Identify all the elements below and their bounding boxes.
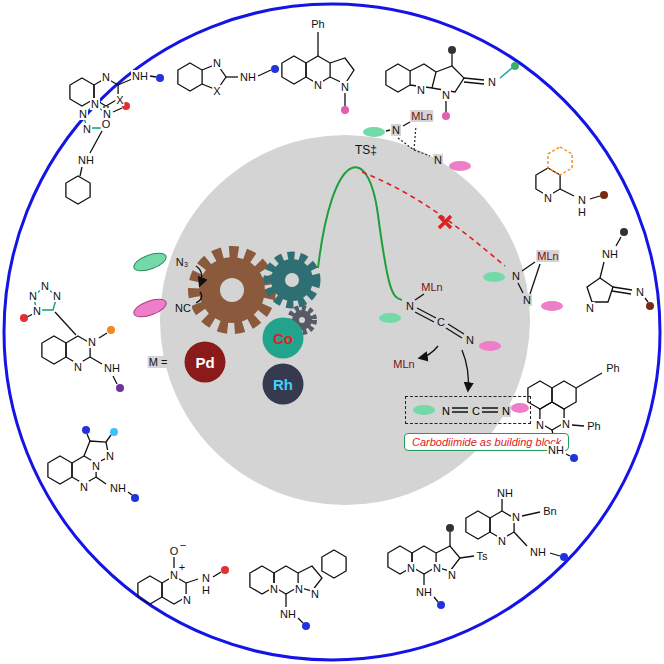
atom-label: N — [433, 154, 443, 166]
atom-label: N — [182, 594, 192, 606]
atom-label: N — [294, 583, 304, 595]
atom-label: C — [471, 405, 481, 417]
atom-label: TS‡ — [354, 144, 378, 156]
atom-label: N — [90, 98, 100, 110]
atom-label: N — [501, 405, 511, 417]
atom-label: N — [269, 583, 279, 595]
atom-label: N — [340, 81, 350, 93]
atom-label: N — [561, 418, 571, 430]
metal-symbol: Rh — [273, 376, 293, 393]
metal-symbol: Co — [273, 330, 293, 347]
atom-label: NH — [601, 248, 619, 260]
atom-label: NH — [547, 444, 565, 456]
atom-label: MLn — [536, 250, 559, 262]
atom-label: N — [391, 124, 401, 136]
atom-label: N — [40, 280, 50, 292]
atom-label: N — [87, 336, 97, 348]
atom-label: NH — [131, 70, 149, 82]
atom-label: MLn — [410, 110, 433, 122]
atom-label: N — [73, 361, 83, 373]
atom-label: N — [432, 562, 442, 574]
caption-tag: Carbodiimide as building block — [404, 433, 569, 451]
atom-label: NH — [279, 608, 297, 620]
atom-label: Ts — [476, 550, 489, 562]
atom-label: N — [201, 572, 211, 584]
atom-label: N — [78, 108, 88, 120]
atom-label: NH — [239, 71, 257, 83]
atom-label: N — [511, 270, 521, 282]
atom-label: NH — [529, 546, 547, 558]
atom-label: N — [416, 84, 426, 96]
metal-symbol: Pd — [195, 354, 214, 371]
atom-label: N — [405, 300, 415, 312]
atom-label: N — [91, 460, 101, 472]
atom-label: N — [101, 71, 111, 83]
atom-label: M = — [148, 356, 169, 368]
atom-label: + — [178, 561, 186, 573]
metal-circle: Co — [262, 317, 304, 359]
atom-label: N — [447, 569, 457, 581]
atom-label: MLn — [392, 358, 415, 370]
atom-label: N — [310, 588, 320, 600]
atom-label: Bn — [542, 505, 557, 517]
outer-ring — [4, 4, 660, 660]
atom-label: Ph — [310, 18, 325, 30]
atom-label: N — [79, 481, 89, 493]
atom-label: N — [497, 535, 507, 547]
atom-label: Ph — [605, 362, 620, 374]
atom-label: N — [441, 405, 451, 417]
atom-label: N — [406, 562, 416, 574]
atom-label: N — [487, 76, 497, 88]
atom-label: N — [212, 57, 222, 69]
atom-label: NH — [103, 362, 121, 374]
atom-label: N — [32, 305, 42, 317]
atom-label: N — [543, 192, 553, 204]
atom-label: NH — [109, 482, 127, 494]
atom-label: N — [535, 419, 545, 431]
atom-label: N — [635, 286, 645, 298]
atom-label: O — [101, 118, 112, 130]
atom-label: X — [212, 85, 221, 97]
atom-label: X — [115, 94, 124, 106]
atom-label: NH — [415, 586, 433, 598]
atom-label: NC — [174, 302, 192, 314]
metal-circle: Pd — [184, 341, 226, 383]
atom-label: N — [28, 290, 38, 302]
atom-label: N — [441, 89, 451, 101]
tag-text: Carbodiimide as building block — [412, 436, 561, 448]
atom-label: N — [313, 79, 323, 91]
atom-label: N — [105, 450, 115, 462]
metal-circle: Rh — [262, 363, 304, 405]
atom-label: C — [436, 316, 446, 328]
atom-label: N — [82, 123, 92, 135]
atom-label: N — [585, 302, 595, 314]
atom-label: N — [577, 194, 587, 206]
atom-label: MLn — [420, 281, 443, 293]
atom-label: Ph — [586, 420, 601, 432]
atom-label: NH — [77, 154, 95, 166]
product-box: NCN — [405, 396, 531, 424]
atom-label: N — [522, 294, 532, 306]
atom-label: H — [577, 206, 587, 218]
atom-label: N — [511, 511, 521, 523]
atom-label: N — [52, 290, 62, 302]
atom-label: NH — [496, 487, 514, 499]
atom-label: H — [201, 584, 211, 596]
atom-label: N₃ — [175, 256, 189, 268]
gears — [194, 252, 316, 332]
atom-label: O — [169, 545, 180, 557]
atom-label: − — [179, 539, 187, 551]
atom-label: N — [465, 334, 475, 346]
